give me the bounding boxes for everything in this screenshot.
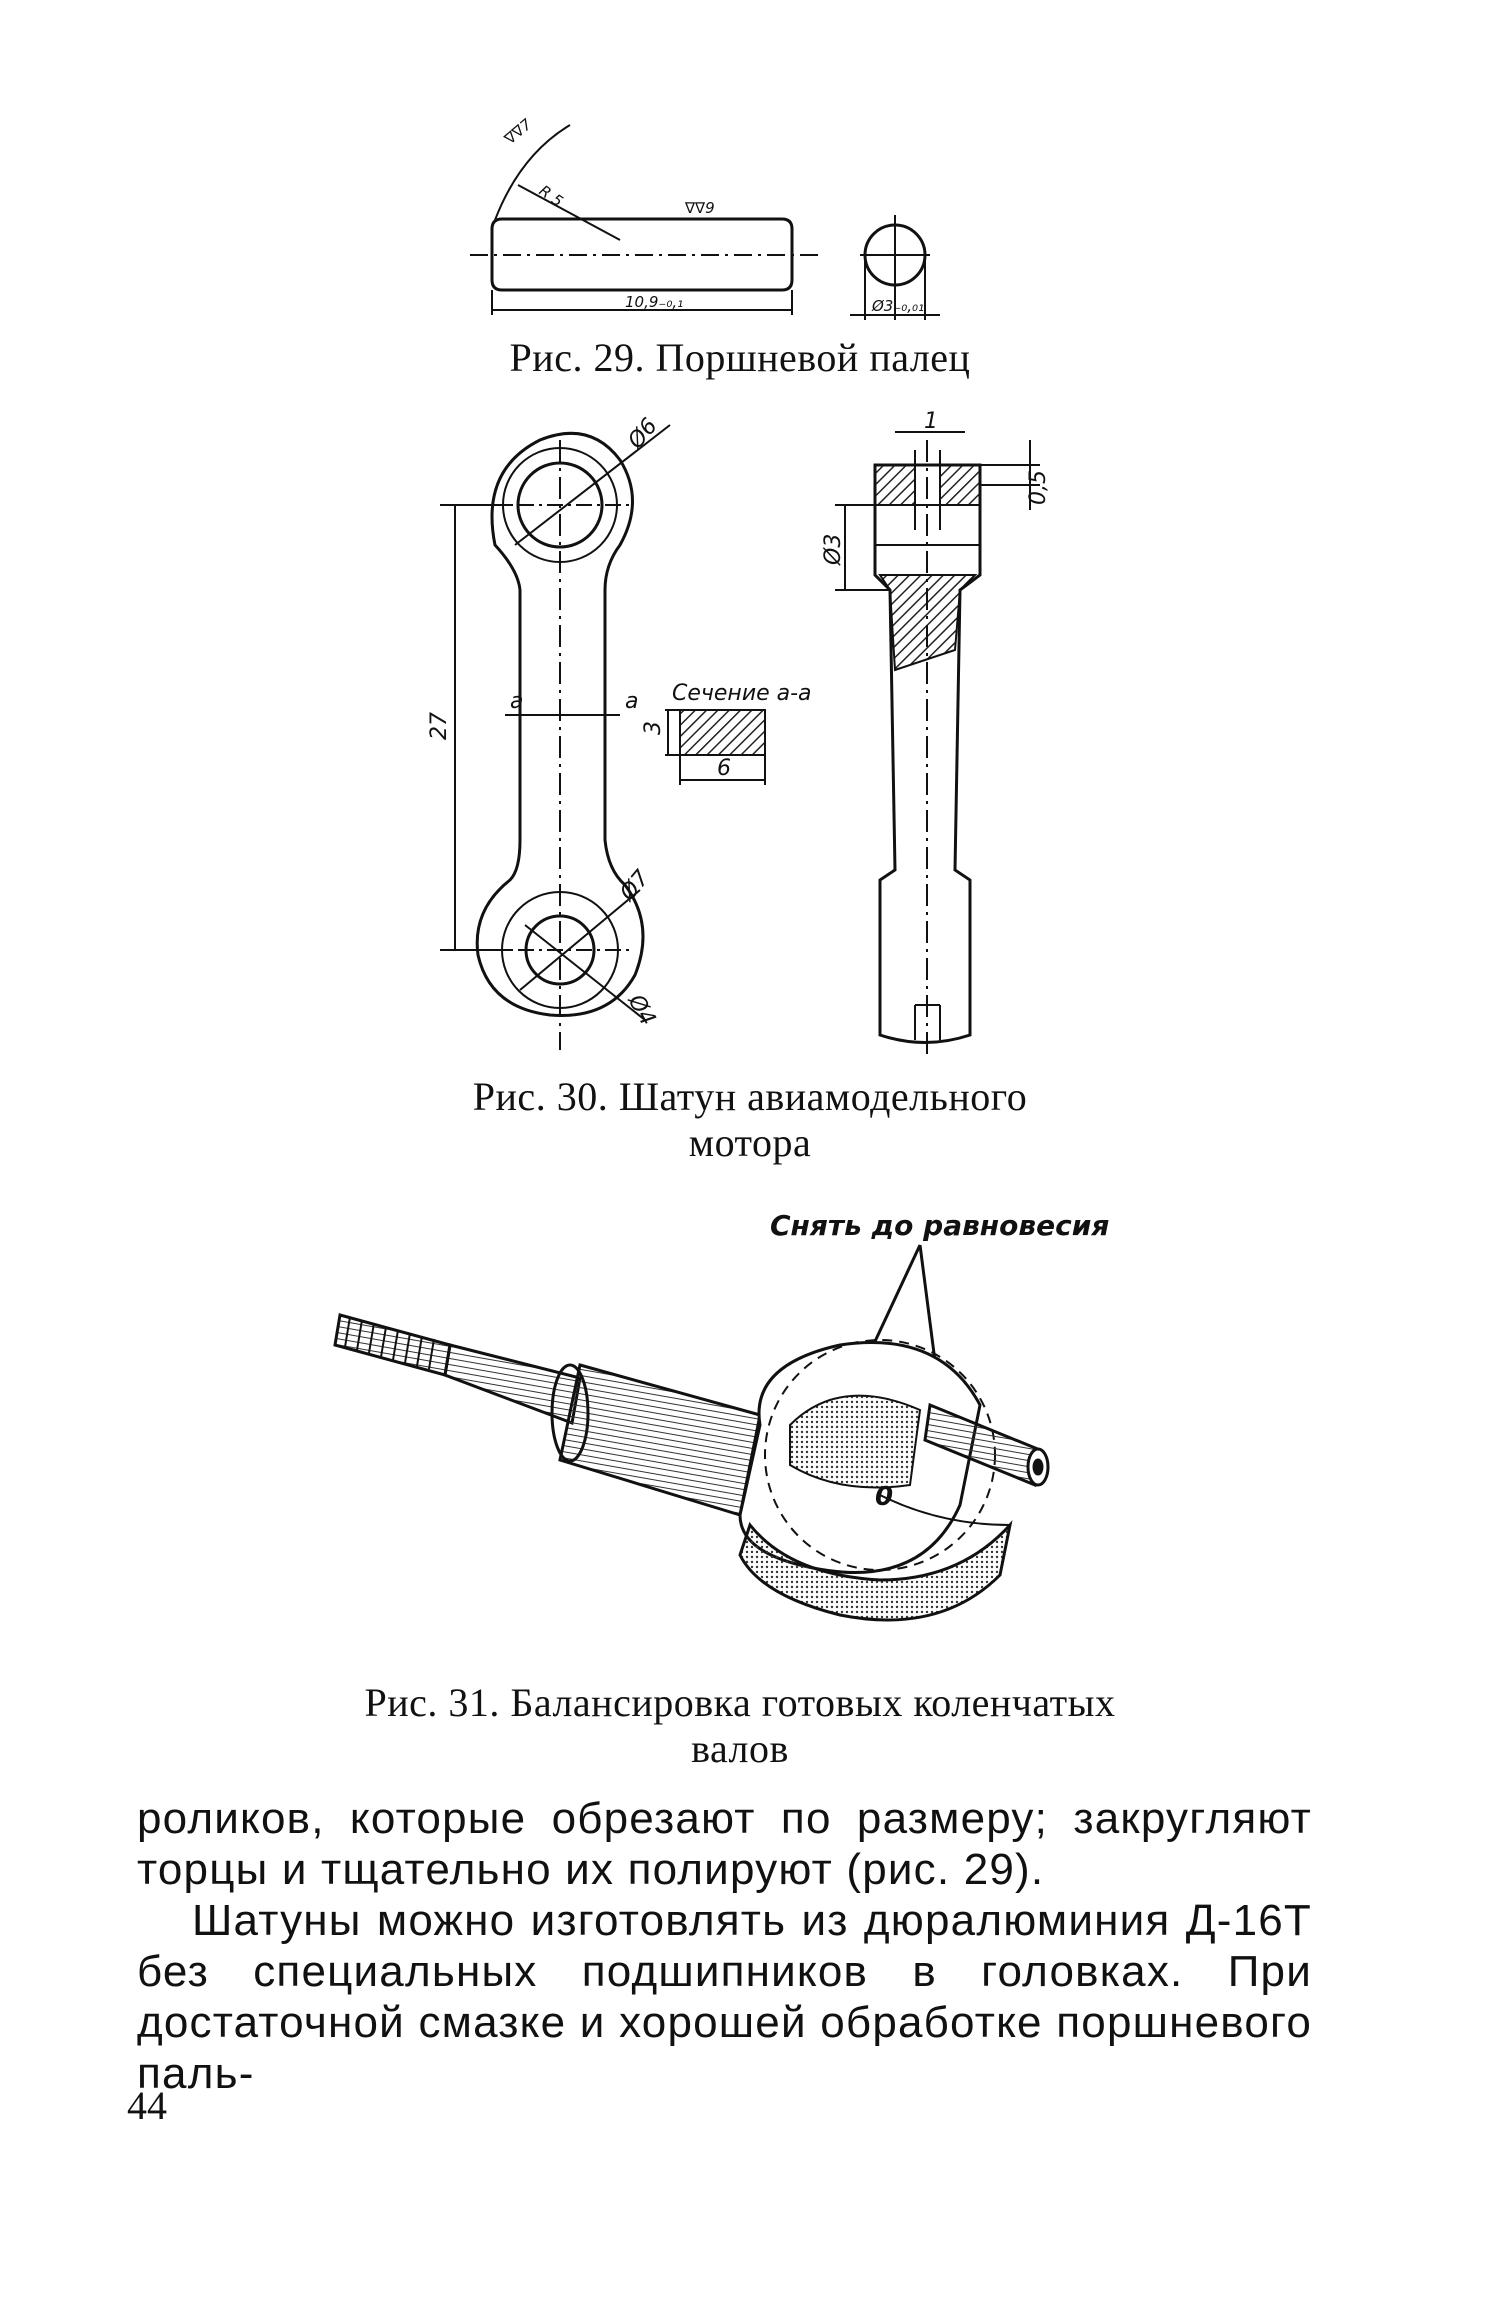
figure-30-caption-line2: мотора	[688, 1120, 812, 1165]
figure-29-drawing: ∇∇7 R 5 ∇∇9 10,9₋₀,₁ Ø3₋₀,₀₁	[470, 115, 940, 320]
fig30-section-width: 6	[717, 756, 731, 781]
fig30-dia-big-bottom: Ø7	[615, 866, 655, 907]
figure-31-caption-line1: Рис. 31. Балансировка готовых коленчатых	[364, 1680, 1116, 1725]
figure-31-caption-line2: валов	[691, 1726, 789, 1771]
fig30-dia-big-top: Ø6	[623, 414, 663, 455]
figure-30-caption: Рис. 30. Шатун авиамодельного мотора	[430, 1074, 1070, 1166]
body-paragraph-1: роликов, которые обрезают по размеру; за…	[137, 1794, 1312, 1894]
fig31-annotation: Снять до равновесия	[770, 1209, 1109, 1242]
fig30-center-distance: 27	[427, 712, 452, 740]
fig30-dia-small-bottom: Ø4	[622, 990, 660, 1030]
figure-29-caption: Рис. 29. Поршневой палец	[509, 335, 971, 380]
fig29-diameter: Ø3₋₀,₀₁	[871, 297, 924, 315]
fig30-side-chamfer: 0,5	[1026, 470, 1051, 505]
fig29-roughness-top: ∇∇9	[684, 199, 715, 217]
figure-30-drawing: Ø6 Ø7 Ø4 27 a a Сечение a-a 3 6 1 0,5 Ø3	[427, 409, 1051, 1055]
fig30-section-height: 3	[641, 721, 666, 735]
fig30-side-pin-dia: Ø3	[821, 534, 846, 566]
fig29-length: 10,9₋₀,₁	[625, 293, 683, 311]
body-paragraph-2: Шатуны можно изготовлять из дюралюминия …	[137, 1896, 1312, 2098]
figure-31-caption: Рис. 31. Балансировка готовых коленчатых…	[300, 1680, 1180, 1772]
fig29-radius: R 5	[536, 182, 567, 211]
fig31-center-mark: 0	[875, 1482, 893, 1512]
body-text: роликов, которые обрезают по размеру; за…	[137, 1793, 1312, 2099]
fig30-section-mark-right: a	[625, 689, 638, 714]
fig29-roughness-left: ∇∇7	[500, 115, 535, 149]
fig30-section-title: Сечение a-a	[672, 681, 812, 706]
fig30-side-top-width: 1	[924, 409, 938, 434]
fig30-section-mark-left: a	[510, 689, 523, 714]
figure-30-caption-line1: Рис. 30. Шатун авиамодельного	[472, 1074, 1028, 1119]
page-number: 44	[127, 2083, 167, 2128]
figure-31-drawing: Снять до равновесия 0	[333, 1209, 1109, 1622]
